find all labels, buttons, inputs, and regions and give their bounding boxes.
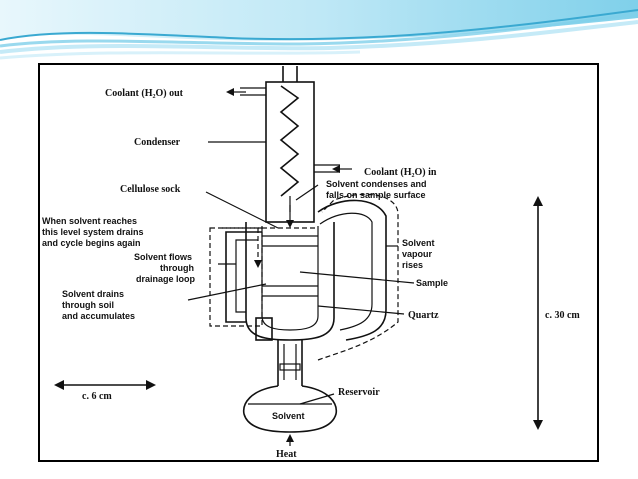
coolant-in-arrow	[332, 165, 352, 173]
label-coolant-out: Coolant (H₂O) out	[105, 88, 184, 99]
label-drain-level-2: this level system drains	[42, 227, 144, 237]
vapour-side-arm	[317, 199, 387, 341]
label-flows-3: drainage loop	[136, 274, 196, 284]
label-drains-1: Solvent drains	[62, 289, 124, 299]
leader-lines	[187, 141, 415, 405]
label-drain-level-3: and cycle begins again	[42, 238, 141, 248]
label-vapour-2: vapour	[402, 249, 433, 259]
label-height-scale: c. 30 cm	[545, 310, 580, 321]
label-condenses-1: Solvent condenses and	[326, 179, 427, 189]
label-cellulose-sock: Cellulose sock	[120, 184, 181, 195]
label-condenses-2: falls on sample surface	[326, 190, 426, 200]
label-heat: Heat	[276, 449, 297, 460]
label-coolant-in: Coolant (H₂O) in	[364, 167, 437, 178]
condenser-apparatus	[240, 66, 340, 223]
label-condenser: Condenser	[134, 137, 181, 148]
label-flows-2: through	[160, 263, 194, 273]
vapour-path	[317, 193, 399, 361]
heat-arrow	[286, 434, 294, 446]
drain-level-indicator	[209, 227, 318, 327]
extraction-chamber	[245, 222, 335, 341]
condenser-coil	[279, 85, 300, 197]
label-drain-level-1: When solvent reaches	[42, 216, 137, 226]
label-vapour-1: Solvent	[402, 238, 435, 248]
label-reservoir: Reservoir	[338, 387, 380, 398]
height-scale-arrow	[533, 196, 543, 430]
label-quartz: Quartz	[408, 310, 439, 321]
label-solvent: Solvent	[272, 411, 305, 421]
reservoir-flask	[242, 385, 338, 433]
label-sample: Sample	[416, 278, 448, 288]
header-wave-banner	[0, 0, 638, 60]
label-width-scale: c. 6 cm	[82, 391, 112, 402]
label-flows-1: Solvent flows	[134, 252, 192, 262]
label-drains-2: through soil	[62, 300, 114, 310]
drip-arrow	[286, 205, 294, 228]
drainage-loop	[225, 231, 262, 323]
width-scale-arrow	[54, 380, 156, 390]
coolant-out-arrow	[226, 88, 246, 96]
label-vapour-3: rises	[402, 260, 423, 270]
flask-neck	[255, 317, 303, 386]
label-drains-3: and accumulates	[62, 311, 135, 321]
